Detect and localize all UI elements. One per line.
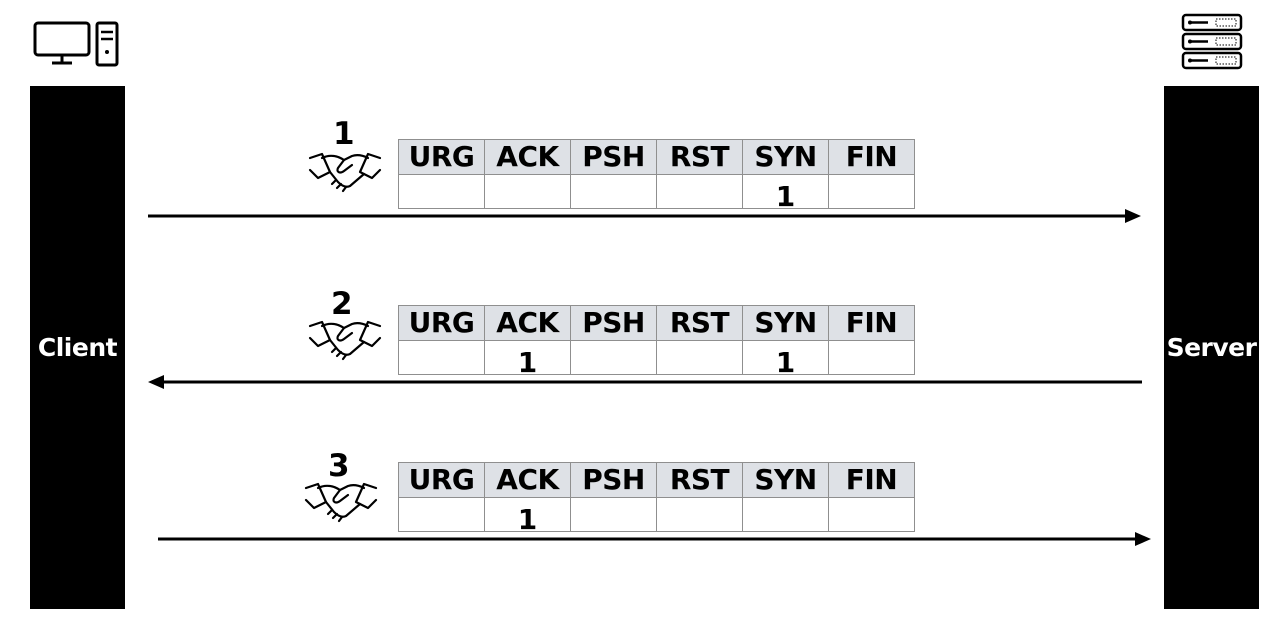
- flag-value-fin: [828, 497, 915, 532]
- flag-header-syn: SYN: [742, 139, 829, 175]
- flag-header-syn: SYN: [742, 462, 829, 498]
- tcp-flags-table-step-2: URG ACK PSH RST SYN FIN 1 1: [398, 305, 915, 377]
- flag-value-fin: [828, 340, 915, 375]
- flag-header-urg: URG: [398, 462, 485, 498]
- flag-value-urg: [398, 340, 485, 375]
- step-number-3: 3: [328, 448, 350, 484]
- flag-header-psh: PSH: [570, 462, 657, 498]
- client-lifeline: Client: [30, 86, 125, 609]
- server-rack-icon: [1181, 13, 1243, 70]
- flag-header-psh: PSH: [570, 305, 657, 341]
- handshake-icon: [304, 482, 378, 523]
- handshake-icon: [308, 152, 382, 193]
- flag-header-ack: ACK: [484, 139, 571, 175]
- server-lifeline: Server: [1164, 86, 1259, 609]
- client-label: Client: [37, 333, 118, 362]
- flag-header-urg: URG: [398, 139, 485, 175]
- flag-header-rst: RST: [656, 305, 743, 341]
- flag-header-ack: ACK: [484, 462, 571, 498]
- tcp-flags-table-step-1: URG ACK PSH RST SYN FIN 1: [398, 139, 915, 211]
- flag-header-fin: FIN: [828, 139, 915, 175]
- tcp-flags-table-step-3: URG ACK PSH RST SYN FIN 1: [398, 462, 915, 534]
- flag-header-ack: ACK: [484, 305, 571, 341]
- flag-value-psh: [570, 340, 657, 375]
- step-number-2: 2: [331, 286, 353, 322]
- flag-value-ack: 1: [484, 340, 571, 377]
- flag-header-fin: FIN: [828, 462, 915, 498]
- flag-header-rst: RST: [656, 462, 743, 498]
- flag-value-psh: [570, 497, 657, 532]
- arrow-step-1: [148, 209, 1141, 223]
- flag-header-fin: FIN: [828, 305, 915, 341]
- flag-header-rst: RST: [656, 139, 743, 175]
- flag-value-urg: [398, 497, 485, 532]
- desktop-computer-icon: [33, 21, 119, 67]
- flag-value-syn: [742, 497, 829, 532]
- flag-header-urg: URG: [398, 305, 485, 341]
- flag-value-urg: [398, 174, 485, 209]
- handshake-icon: [308, 320, 382, 361]
- flag-value-ack: 1: [484, 497, 571, 534]
- arrow-step-3: [158, 532, 1151, 546]
- step-number-1: 1: [333, 116, 355, 152]
- flag-value-fin: [828, 174, 915, 209]
- flag-value-syn: 1: [742, 340, 829, 377]
- flag-value-ack: [484, 174, 571, 209]
- flag-value-rst: [656, 340, 743, 375]
- flag-header-psh: PSH: [570, 139, 657, 175]
- flag-value-syn: 1: [742, 174, 829, 211]
- flag-header-syn: SYN: [742, 305, 829, 341]
- server-label: Server: [1166, 333, 1257, 362]
- flag-value-psh: [570, 174, 657, 209]
- flag-value-rst: [656, 174, 743, 209]
- flag-value-rst: [656, 497, 743, 532]
- arrow-step-2: [148, 375, 1142, 389]
